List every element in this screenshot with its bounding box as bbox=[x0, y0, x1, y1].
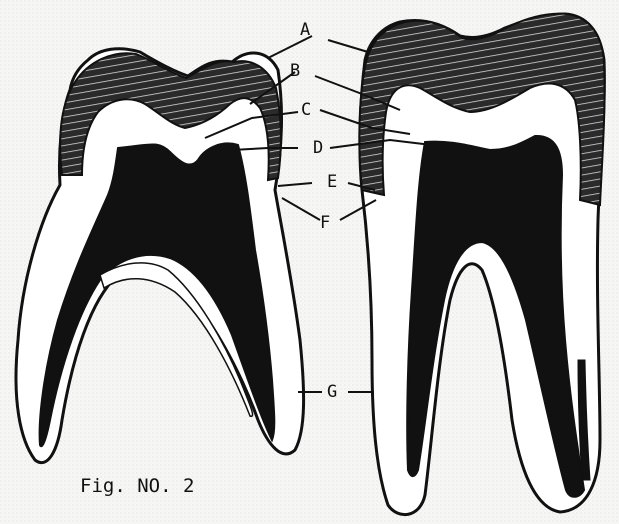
label-g: G bbox=[327, 382, 337, 402]
label-a: A bbox=[300, 20, 310, 40]
figure-caption: Fig. NO. 2 bbox=[80, 475, 194, 497]
label-e: E bbox=[327, 172, 337, 192]
label-f: F bbox=[320, 213, 330, 233]
label-c: C bbox=[301, 100, 311, 120]
label-b: B bbox=[290, 61, 300, 81]
label-d: D bbox=[313, 138, 323, 158]
